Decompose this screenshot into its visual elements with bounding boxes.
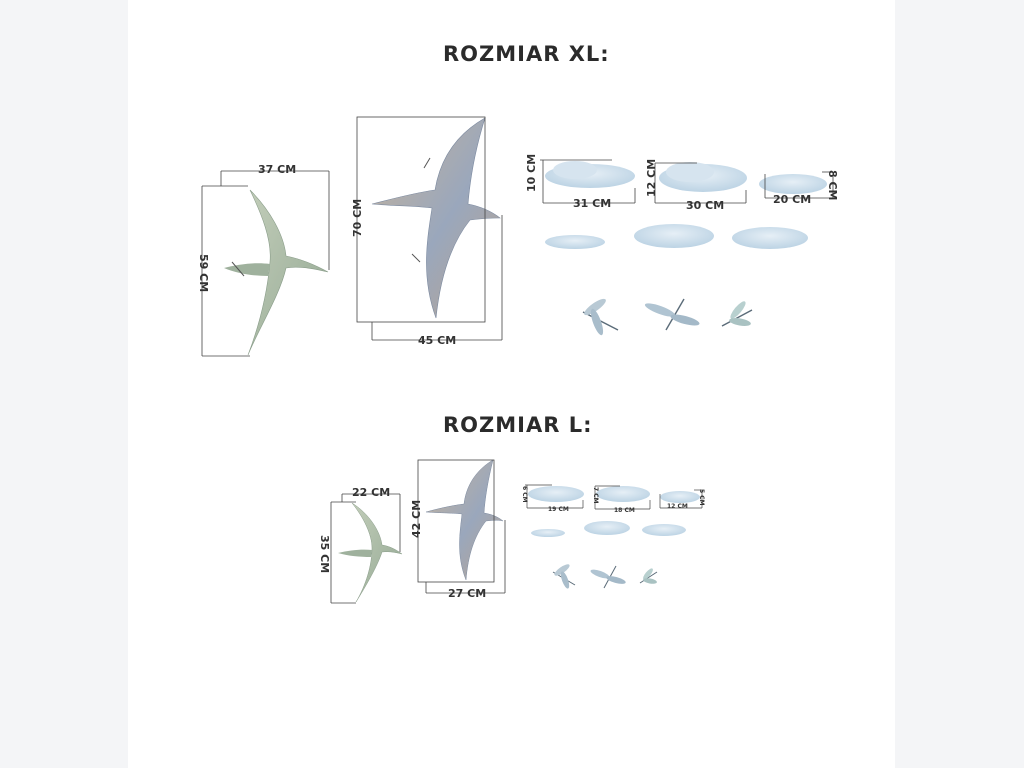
clouds-l (528, 486, 700, 537)
pterosaur-blue-xl (371, 117, 501, 319)
heading-size-xl: ROZMIAR XL: (443, 42, 610, 66)
dimension-lines-green-xl (201, 170, 330, 357)
pterosaur-blue-l (425, 459, 504, 581)
xl-green-width-label: 37 CM (258, 163, 297, 176)
dragonflies-l (552, 564, 658, 589)
l-cloud2-width-label: 18 CM (614, 507, 635, 514)
xl-green-height-label: 59 CM (197, 254, 210, 293)
l-green-width-label: 22 CM (352, 486, 391, 499)
dragonflies-xl (582, 298, 753, 336)
xl-cloud3-width-label: 20 CM (773, 193, 812, 206)
l-cloud3-height-label: 5 CM (698, 489, 705, 506)
xl-cloud2-height-label: 12 CM (645, 158, 658, 197)
heading-size-l: ROZMIAR L: (443, 413, 593, 437)
l-blue-height-label: 42 CM (410, 499, 423, 538)
l-cloud1-width-label: 19 CM (548, 506, 569, 513)
xl-cloud1-height-label: 10 CM (525, 153, 538, 192)
pterosaur-green-xl (224, 189, 329, 356)
xl-cloud3-height-label: 8 CM (826, 170, 839, 201)
xl-blue-width-label: 45 CM (418, 334, 457, 347)
dimension-lines-green-l (330, 493, 401, 604)
xl-blue-height-label: 70 CM (351, 198, 364, 237)
dimension-lines-blue-l (417, 459, 506, 594)
dimension-lines-clouds-l (525, 484, 703, 510)
l-cloud1-height-label: 6 CM (521, 486, 528, 503)
dimension-lines-blue-xl (356, 116, 503, 341)
l-blue-width-label: 27 CM (448, 587, 487, 600)
l-cloud2-height-label: 7 CM (592, 487, 599, 504)
pterosaur-green-l (338, 502, 403, 603)
xl-cloud1-width-label: 31 CM (573, 197, 612, 210)
l-cloud3-width-label: 12 CM (667, 503, 688, 510)
xl-cloud2-width-label: 30 CM (686, 199, 725, 212)
dimension-lines-clouds-xl (540, 159, 834, 204)
l-green-height-label: 35 CM (318, 535, 331, 574)
product-sheet (128, 0, 895, 768)
clouds-xl (545, 161, 827, 249)
